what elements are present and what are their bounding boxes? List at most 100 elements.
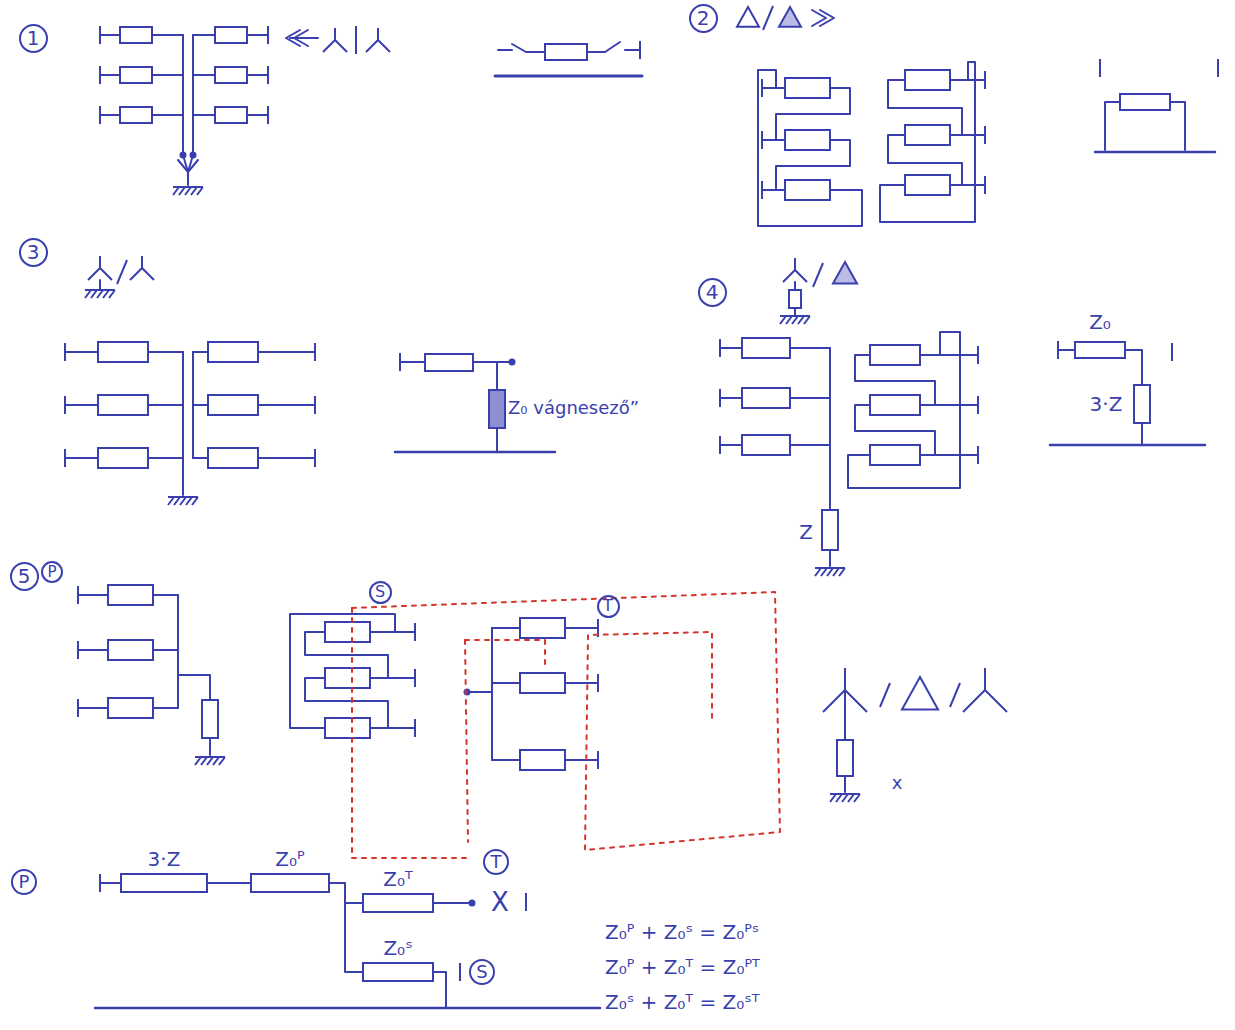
resistor-symbol	[905, 70, 950, 90]
resistor-symbol	[520, 750, 565, 770]
label-text: 2	[697, 7, 710, 29]
wire	[1141, 423, 1143, 445]
impedance-label: Z₀ᴾ	[273, 848, 306, 873]
wire	[247, 114, 268, 116]
circled-callout: S	[369, 581, 392, 604]
wire	[794, 282, 796, 290]
label-text: 3	[27, 241, 40, 263]
wire	[855, 405, 935, 455]
resistor-symbol	[325, 718, 370, 738]
node-dot	[469, 900, 476, 907]
terminal-mark	[314, 449, 316, 467]
resistor-symbol	[520, 673, 565, 693]
resistor-symbol	[742, 338, 790, 358]
terminal-mark	[267, 26, 269, 44]
label-text: 5	[18, 565, 31, 587]
circled-callout: 4	[698, 278, 727, 307]
wire	[920, 404, 978, 406]
terminal-mark	[459, 963, 461, 981]
handwritten-label: 3·Z	[1090, 393, 1123, 415]
slash-mark	[950, 683, 960, 707]
wire	[848, 332, 960, 488]
wire	[78, 594, 108, 596]
wire	[1050, 444, 1205, 447]
slash-mark	[763, 6, 773, 30]
wire	[855, 355, 935, 405]
slash-mark	[813, 263, 823, 287]
circled-callout: P	[41, 561, 63, 583]
impedance-label: Z₀ᵀ	[381, 868, 414, 893]
wire	[400, 361, 425, 363]
wire	[100, 74, 120, 76]
wire	[192, 352, 194, 458]
handwritten-label: X	[491, 888, 509, 917]
wire	[193, 404, 208, 406]
resistor-symbol	[208, 448, 258, 468]
handwritten-label: Z	[799, 521, 813, 543]
handwritten-label: Z₀ˢ + Z₀ᵀ = Z₀ˢᵀ	[605, 991, 759, 1013]
wire	[247, 34, 268, 36]
star-symbol	[783, 258, 807, 282]
wire	[495, 75, 642, 78]
delta-symbol	[737, 7, 759, 27]
label-text: X	[491, 887, 509, 917]
handwritten-label: Z₀ vágnesező”	[508, 398, 639, 418]
wire	[492, 682, 520, 684]
wire	[370, 727, 415, 729]
star-symbol	[130, 256, 154, 280]
resistor-symbol	[202, 700, 218, 738]
resistor-body	[362, 962, 434, 982]
wire	[762, 87, 785, 89]
impedance-box: 3·Z	[120, 848, 208, 893]
resistor-symbol	[837, 740, 853, 776]
wire	[1105, 102, 1120, 150]
wire	[193, 351, 208, 353]
wire	[370, 631, 415, 633]
wire	[65, 404, 98, 406]
resistor-symbol	[208, 342, 258, 362]
dashed-guide	[465, 640, 545, 665]
terminal-mark	[984, 126, 986, 144]
label-text: T	[603, 597, 613, 615]
wire	[1170, 102, 1185, 150]
terminal-mark	[977, 396, 979, 414]
wire	[247, 74, 268, 76]
wire	[625, 49, 640, 51]
wire	[496, 428, 498, 452]
terminal-mark	[977, 346, 979, 364]
handwritten-label: x	[892, 773, 903, 793]
wire	[178, 160, 198, 172]
label-text: S	[476, 962, 487, 982]
star-symbol	[963, 668, 1007, 712]
resistor-symbol	[822, 510, 838, 550]
wire	[920, 354, 978, 356]
wire	[100, 114, 120, 116]
impedance-box: Z₀ˢ	[362, 937, 434, 982]
wire	[148, 351, 183, 353]
wire	[565, 682, 598, 684]
resistor-symbol	[1120, 94, 1170, 110]
star-symbol	[366, 28, 390, 52]
delta-symbol	[779, 7, 801, 27]
wire	[720, 397, 742, 399]
wire	[152, 34, 183, 36]
wire	[395, 451, 555, 454]
delta-symbol	[902, 677, 938, 709]
wire	[820, 10, 834, 26]
wire	[193, 74, 215, 76]
wire	[512, 44, 526, 52]
wire	[148, 457, 183, 459]
wire	[152, 74, 183, 76]
wire	[587, 51, 605, 53]
label-text: S	[375, 583, 385, 601]
resistor-symbol	[545, 44, 587, 60]
ground-symbol	[173, 187, 203, 195]
wire	[78, 707, 108, 709]
impedance-box: Z₀ᴾ	[250, 848, 330, 893]
resistor-symbol	[98, 395, 148, 415]
wire	[305, 632, 388, 678]
resistor-symbol	[208, 395, 258, 415]
